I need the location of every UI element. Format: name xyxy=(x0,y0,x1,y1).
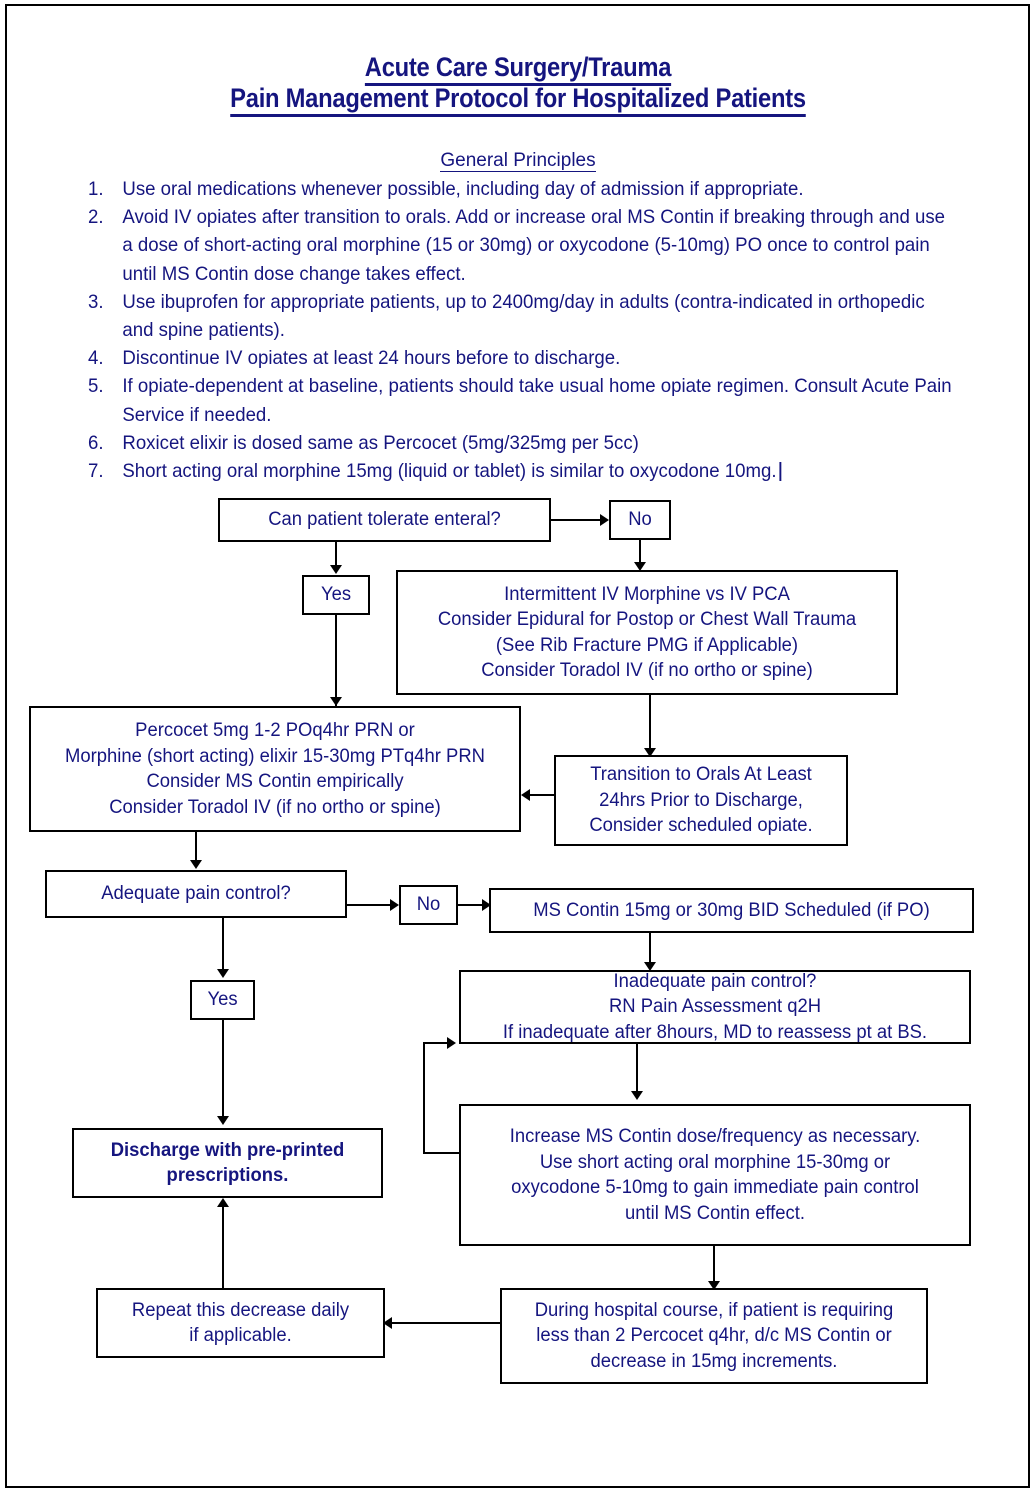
general-principles-list: 1. Use oral medications whenever possible… xyxy=(88,175,993,485)
node-repeat-decrease: Repeat this decrease daily if applicable… xyxy=(96,1288,385,1358)
arrowhead-up xyxy=(217,1198,229,1207)
node-label: Increase MS Contin dose/frequency as nec… xyxy=(509,1126,921,1224)
connector-oral-regimen-to-adequate xyxy=(195,832,197,863)
node-inadequate-pain-control: Inadequate pain control? RN Pain Assessm… xyxy=(459,970,971,1044)
list-item: 7. Short acting oral morphine 15mg (liqui… xyxy=(88,457,952,485)
list-item-text: Avoid IV opiates after transition to ora… xyxy=(122,206,946,285)
node-label: Can patient tolerate enteral? xyxy=(268,509,501,531)
list-item-text: Use oral medications whenever possible, … xyxy=(122,178,804,200)
connector-no1-to-iv-options xyxy=(639,540,641,567)
node-label: MS Contin 15mg or 30mg BID Scheduled (if… xyxy=(533,899,930,921)
connector-yes1-to-oral-regimen xyxy=(335,615,337,707)
list-item: 4. Discontinue IV opiates at least 24 hou… xyxy=(88,344,952,372)
arrowhead-right xyxy=(482,899,491,911)
title-line-2-text: Pain Management Protocol for Hospitalize… xyxy=(230,83,806,117)
arrowhead-left xyxy=(521,789,530,801)
node-transition-to-orals: Transition to Orals At Least 24hrs Prior… xyxy=(554,755,848,846)
connector-loop-bottom xyxy=(423,1152,461,1154)
list-item-number: 1. xyxy=(88,178,104,200)
arrowhead-left xyxy=(383,1317,392,1329)
connector-transition-to-oral-regimen xyxy=(530,794,556,796)
list-item-number: 7. xyxy=(88,460,104,483)
text-cursor xyxy=(779,462,782,482)
arrowhead-down xyxy=(644,962,656,971)
arrowhead-right xyxy=(600,514,609,526)
list-item: 5. If opiate-dependent at baseline, patie… xyxy=(88,372,952,428)
connector-tolerate-to-yes xyxy=(335,542,337,566)
node-label: Intermittent IV Morphine vs IV PCA Consi… xyxy=(437,583,857,682)
node-no-1: No xyxy=(609,500,671,540)
connector-yes2-to-discharge xyxy=(222,1020,224,1119)
connector-no2-to-ms-contin xyxy=(458,904,484,906)
arrowhead-down xyxy=(330,565,342,574)
list-item-text: Short acting oral morphine 15mg (liquid … xyxy=(122,460,777,483)
general-principles-heading: General Principles xyxy=(0,150,1036,172)
node-label: No xyxy=(416,894,441,916)
connector-repeat-to-discharge xyxy=(222,1207,224,1289)
node-adequate-pain-control: Adequate pain control? xyxy=(45,870,347,918)
node-yes-1: Yes xyxy=(302,575,370,615)
node-label: Adequate pain control? xyxy=(101,883,291,905)
node-label: Inadequate pain control? RN Pain Assessm… xyxy=(502,970,928,1043)
connector-iv-options-to-transition xyxy=(649,695,651,753)
connector-adequate-to-no2 xyxy=(347,904,391,906)
connector-during-course-to-repeat xyxy=(392,1322,500,1324)
node-label: No xyxy=(628,509,652,531)
list-item-text: Roxicet elixir is dosed same as Percocet… xyxy=(122,431,639,454)
list-item-number: 6. xyxy=(88,431,104,454)
node-oral-regimen: Percocet 5mg 1-2 POq4hr PRN or Morphine … xyxy=(29,706,521,832)
node-label: Yes xyxy=(320,584,352,606)
arrowhead-right xyxy=(390,899,399,911)
connector-increase-to-during-course xyxy=(713,1246,715,1286)
list-item: 3. Use ibuprofen for appropriate patients… xyxy=(88,288,952,344)
node-discharge: Discharge with pre-printed prescriptions… xyxy=(72,1128,383,1198)
node-label: During hospital course, if patient is re… xyxy=(534,1299,894,1372)
arrowhead-down xyxy=(708,1281,720,1290)
arrowhead-down xyxy=(190,860,202,869)
node-no-2: No xyxy=(399,885,458,925)
node-during-hospital-course: During hospital course, if patient is re… xyxy=(500,1288,928,1384)
title-line-1-text: Acute Care Surgery/Trauma xyxy=(364,52,671,86)
page-title: Acute Care Surgery/Trauma Pain Managemen… xyxy=(0,52,1036,117)
list-item: 6. Roxicet elixir is dosed same as Percoc… xyxy=(88,429,952,457)
node-label: Repeat this decrease daily if applicable… xyxy=(131,1299,350,1347)
list-item-number: 5. xyxy=(88,375,104,398)
arrowhead-down xyxy=(631,1091,643,1100)
list-item-text: Use ibuprofen for appropriate patients, … xyxy=(122,290,925,342)
connector-inadequate-to-increase xyxy=(636,1044,638,1096)
title-line-1: Acute Care Surgery/Trauma xyxy=(62,52,974,86)
list-item: 1. Use oral medications whenever possible… xyxy=(88,175,952,203)
node-iv-options: Intermittent IV Morphine vs IV PCA Consi… xyxy=(396,570,898,695)
node-yes-2: Yes xyxy=(190,980,255,1020)
arrowhead-down xyxy=(330,697,342,706)
node-label: Yes xyxy=(207,989,238,1011)
general-principles-heading-text: General Principles xyxy=(440,150,596,172)
node-label: Discharge with pre-printed prescriptions… xyxy=(110,1139,345,1187)
connector-loop-top xyxy=(423,1042,448,1044)
arrowhead-down xyxy=(217,1116,229,1125)
list-item-number: 2. xyxy=(88,206,104,229)
arrowhead-down xyxy=(217,969,229,978)
node-increase-ms-contin: Increase MS Contin dose/frequency as nec… xyxy=(459,1104,971,1246)
node-ms-contin-scheduled: MS Contin 15mg or 30mg BID Scheduled (if… xyxy=(489,888,974,933)
node-label: Transition to Orals At Least 24hrs Prior… xyxy=(589,764,813,837)
connector-adequate-to-yes2 xyxy=(222,918,224,972)
connector-tolerate-to-no xyxy=(551,519,601,521)
list-item-number: 4. xyxy=(88,347,104,370)
arrowhead-down xyxy=(644,748,656,757)
list-item-text: Discontinue IV opiates at least 24 hours… xyxy=(122,347,621,370)
list-item-number: 3. xyxy=(88,290,104,313)
list-item-text: If opiate-dependent at baseline, patient… xyxy=(122,375,952,426)
node-label: Percocet 5mg 1-2 POq4hr PRN or Morphine … xyxy=(65,720,485,818)
connector-ms-contin-to-inadequate xyxy=(649,933,651,967)
connector-loop-vertical xyxy=(423,1042,425,1154)
node-can-patient-tolerate-enteral: Can patient tolerate enteral? xyxy=(218,498,551,542)
title-line-2: Pain Management Protocol for Hospitalize… xyxy=(62,83,974,117)
arrowhead-down xyxy=(634,562,646,571)
arrowhead-right xyxy=(447,1037,456,1049)
list-item: 2. Avoid IV opiates after transition to o… xyxy=(88,203,952,288)
